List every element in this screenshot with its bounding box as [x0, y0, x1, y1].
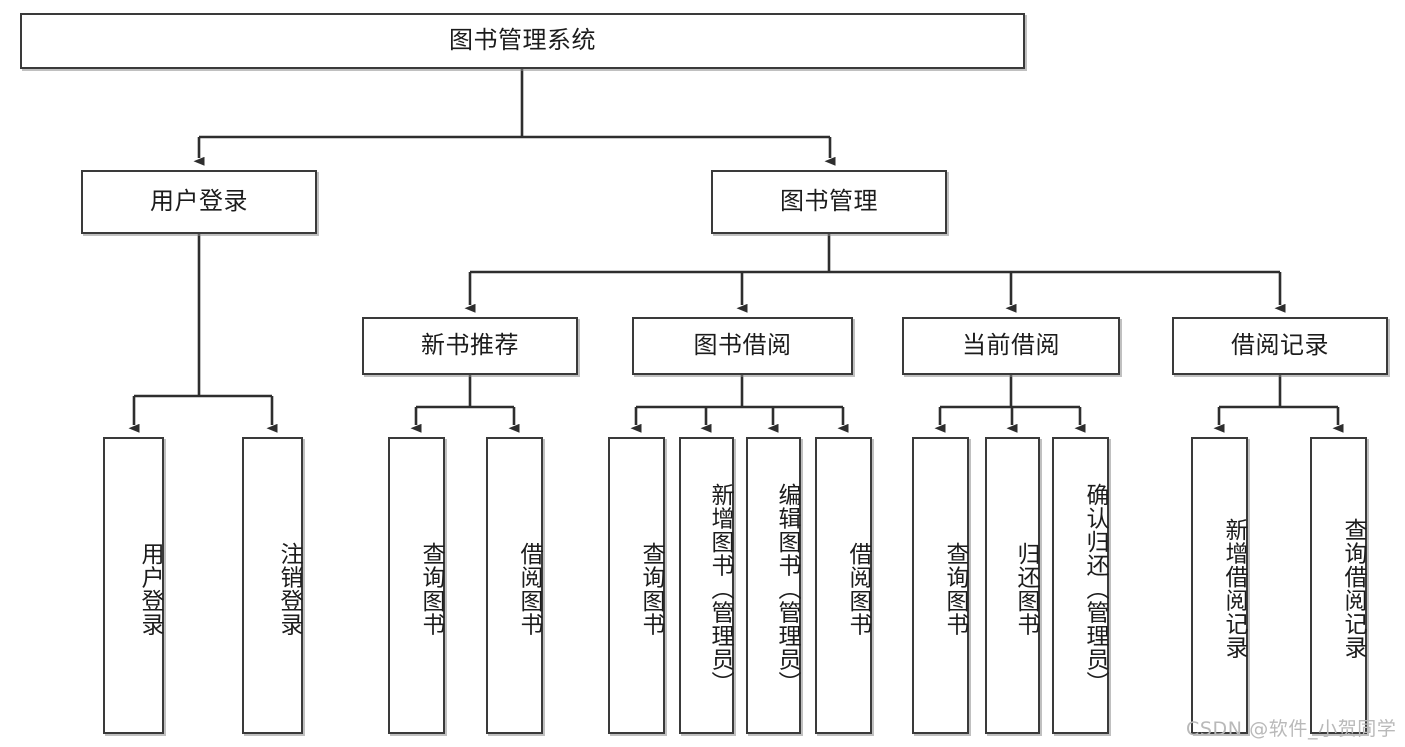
node-leaf-confirm-return-label: 确认归还（管理员）	[1082, 482, 1108, 695]
node-book-borrow[interactable]: 图书借阅	[632, 317, 853, 375]
node-leaf-query-book-1[interactable]: 查询图书	[388, 437, 445, 734]
node-user-login[interactable]: 用户登录	[81, 170, 317, 234]
node-current-borrow[interactable]: 当前借阅	[902, 317, 1120, 375]
node-book-management[interactable]: 图书管理	[711, 170, 947, 234]
node-leaf-query-book-2[interactable]: 查询图书	[608, 437, 665, 734]
node-leaf-query-book-1-label: 查询图书	[418, 541, 444, 636]
node-leaf-add-record[interactable]: 新增借阅记录	[1191, 437, 1248, 734]
node-leaf-edit-book[interactable]: 编辑图书（管理员）	[746, 437, 801, 734]
node-leaf-query-record[interactable]: 查询借阅记录	[1310, 437, 1367, 734]
node-leaf-edit-book-label: 编辑图书（管理员）	[774, 482, 800, 695]
node-borrow-record-label: 借阅记录	[1231, 331, 1329, 360]
watermark-text: CSDN @软件_小贺同学	[1186, 718, 1397, 740]
node-leaf-user-login[interactable]: 用户登录	[103, 437, 164, 734]
node-leaf-return-book-label: 归还图书	[1013, 541, 1039, 636]
node-current-borrow-label: 当前借阅	[962, 331, 1060, 360]
node-leaf-return-book[interactable]: 归还图书	[985, 437, 1040, 734]
node-leaf-borrow-book-1[interactable]: 借阅图书	[486, 437, 543, 734]
node-leaf-borrow-book-2[interactable]: 借阅图书	[815, 437, 872, 734]
node-leaf-add-book[interactable]: 新增图书（管理员）	[679, 437, 734, 734]
node-root[interactable]: 图书管理系统	[20, 13, 1025, 69]
node-leaf-add-book-label: 新增图书（管理员）	[707, 482, 733, 695]
node-leaf-query-book-2-label: 查询图书	[638, 541, 664, 636]
node-leaf-query-book-3-label: 查询图书	[942, 541, 968, 636]
node-leaf-query-record-label: 查询借阅记录	[1340, 518, 1366, 659]
node-leaf-borrow-book-1-label: 借阅图书	[516, 541, 542, 636]
node-borrow-record[interactable]: 借阅记录	[1172, 317, 1388, 375]
node-new-book-recommend-label: 新书推荐	[421, 331, 519, 360]
node-leaf-logout-login-label: 注销登录	[276, 541, 302, 636]
node-leaf-borrow-book-2-label: 借阅图书	[845, 541, 871, 636]
node-new-book-recommend[interactable]: 新书推荐	[362, 317, 578, 375]
node-leaf-confirm-return[interactable]: 确认归还（管理员）	[1052, 437, 1109, 734]
node-root-label: 图书管理系统	[449, 26, 596, 55]
node-book-management-label: 图书管理	[780, 187, 878, 216]
node-leaf-user-login-label: 用户登录	[137, 541, 163, 636]
node-user-login-label: 用户登录	[150, 187, 248, 216]
node-leaf-query-book-3[interactable]: 查询图书	[912, 437, 969, 734]
node-leaf-logout-login[interactable]: 注销登录	[242, 437, 303, 734]
node-leaf-add-record-label: 新增借阅记录	[1221, 518, 1247, 659]
node-book-borrow-label: 图书借阅	[693, 331, 792, 360]
